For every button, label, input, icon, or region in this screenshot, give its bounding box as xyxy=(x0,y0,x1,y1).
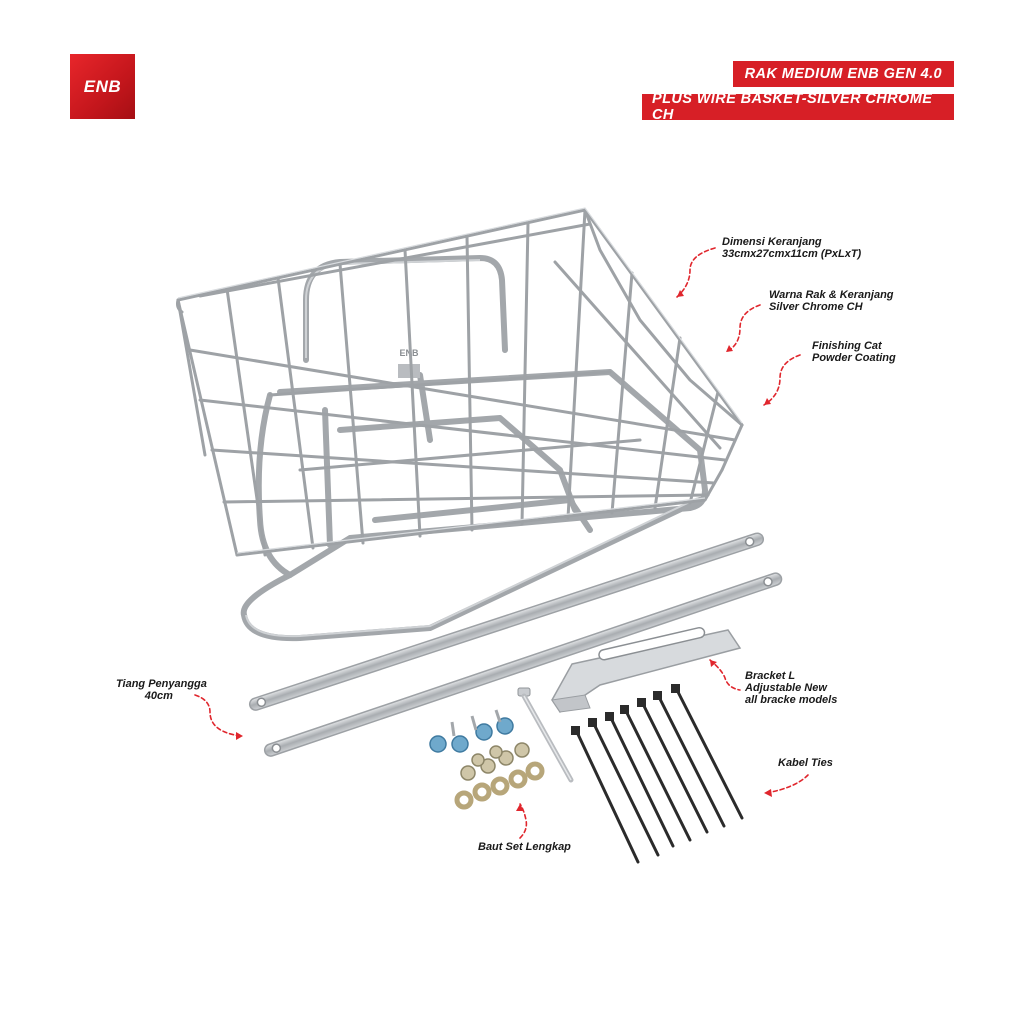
arrow-heads xyxy=(236,290,772,811)
rack-badge-plate xyxy=(398,364,420,378)
support-rods xyxy=(248,532,783,757)
note-support: Tiang Penyangga 40cm xyxy=(116,678,207,702)
note-bracket: Bracket L Adjustable New all bracke mode… xyxy=(745,670,837,706)
note-support-line2: 40cm xyxy=(144,690,173,702)
note-color-line2: Silver Chrome CH xyxy=(769,301,863,313)
note-cable: Kabel Ties xyxy=(778,757,833,769)
note-bolts-line1: Baut Set Lengkap xyxy=(478,841,571,853)
note-finish-line2: Powder Coating xyxy=(812,352,896,364)
note-bracket-line1: Bracket L xyxy=(745,670,796,682)
note-finish: Finishing Cat Powder Coating xyxy=(812,340,896,364)
bracket-l xyxy=(551,626,742,714)
note-bracket-line2: Adjustable New xyxy=(745,682,827,694)
note-cable-line1: Kabel Ties xyxy=(778,757,833,769)
wire-basket xyxy=(176,208,744,557)
note-support-line1: Tiang Penyangga xyxy=(116,678,207,690)
bolt-set xyxy=(429,709,545,810)
product-title-line1: RAK MEDIUM ENB GEN 4.0 xyxy=(744,66,942,82)
note-dimensions-line2: 33cmx27cmx11cm (PxLxT) xyxy=(722,248,862,260)
cable-ties xyxy=(571,684,744,864)
title-bar-primary: RAK MEDIUM ENB GEN 4.0 xyxy=(733,61,954,87)
logo-text: ENB xyxy=(83,76,122,96)
note-color-line1: Warna Rak & Keranjang xyxy=(769,289,894,301)
note-bolts: Baut Set Lengkap xyxy=(478,841,571,853)
note-bracket-line3: all bracke models xyxy=(745,694,838,706)
long-bolt xyxy=(517,687,574,783)
note-color: Warna Rak & Keranjang Silver Chrome CH xyxy=(769,289,894,313)
note-finish-line1: Finishing Cat xyxy=(812,340,882,352)
brand-logo: ENB xyxy=(70,54,135,119)
note-dimensions-line1: Dimensi Keranjang xyxy=(722,236,822,248)
product-title-line2: PLUS WIRE BASKET-SILVER CHROME CH xyxy=(652,91,933,123)
title-bar-secondary: PLUS WIRE BASKET-SILVER CHROME CH xyxy=(642,91,954,123)
note-dimensions: Dimensi Keranjang 33cmx27cmx11cm (PxLxT) xyxy=(722,236,861,260)
